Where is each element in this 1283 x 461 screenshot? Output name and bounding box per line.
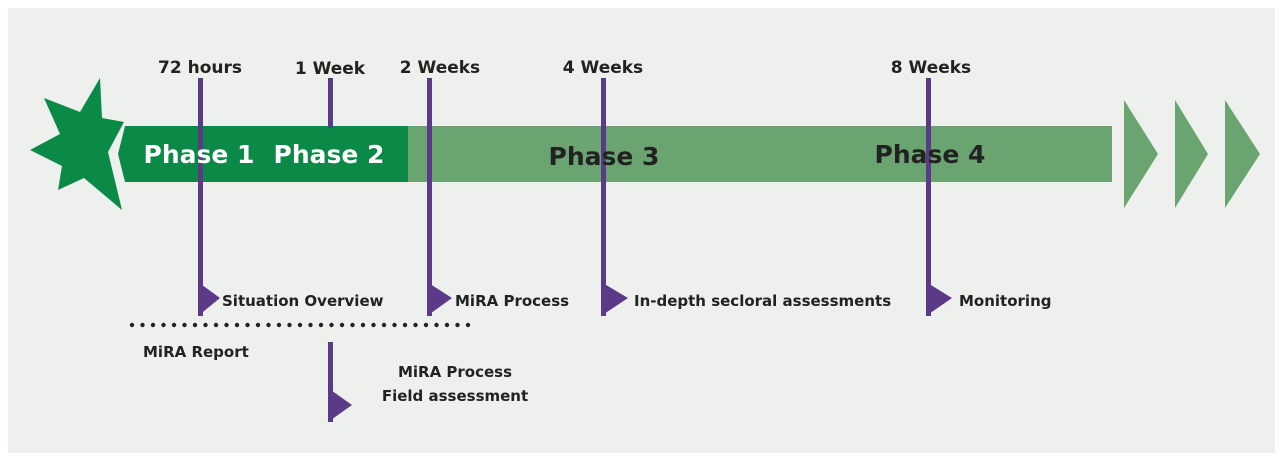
phase-1-label: Phase 1 bbox=[144, 140, 255, 169]
phase-band-late bbox=[408, 126, 1112, 182]
flag-mira-process bbox=[427, 282, 452, 316]
chevron-right-icon bbox=[1175, 100, 1208, 208]
activity-mira-process-field-line1: MiRA Process bbox=[398, 363, 512, 381]
flag-situation-overview bbox=[198, 282, 220, 316]
dotted-line-dot bbox=[350, 322, 355, 328]
phase-labels: Phase 1 Phase 2 Phase 3 Phase 4 bbox=[144, 140, 986, 171]
dotted-line-dot bbox=[339, 322, 345, 328]
dotted-line-dot bbox=[224, 322, 229, 328]
dotted-line-dot bbox=[182, 322, 187, 328]
chevron-right-icon bbox=[1124, 100, 1158, 208]
dotted-line-dot bbox=[392, 322, 397, 328]
activity-labels: Situation Overview MiRA Process In-depth… bbox=[143, 292, 1051, 405]
dotted-line-dot bbox=[203, 322, 208, 328]
time-label-72-hours: 72 hours bbox=[158, 58, 242, 78]
time-labels: 72 hours 1 Week 2 Weeks 4 Weeks 8 Weeks bbox=[158, 58, 971, 79]
marker-flags bbox=[198, 282, 952, 422]
dotted-line-dot bbox=[381, 322, 387, 328]
phase-4-label: Phase 4 bbox=[875, 140, 986, 169]
dotted-line-dot bbox=[161, 322, 166, 328]
dotted-line-dot bbox=[444, 322, 450, 328]
activity-in-depth-assessments: In-depth secloral assessments bbox=[634, 292, 891, 310]
activity-monitoring: Monitoring bbox=[959, 292, 1051, 310]
dotted-line-dot bbox=[423, 322, 429, 328]
dotted-line-dot bbox=[287, 322, 292, 328]
marker-72-hours bbox=[198, 78, 203, 316]
chevron-right-icon bbox=[1225, 100, 1260, 208]
activity-mira-process: MiRA Process bbox=[455, 292, 569, 310]
dotted-line-dot bbox=[434, 322, 439, 328]
dotted-line-dot bbox=[266, 322, 271, 328]
mira-report-dotted-line bbox=[129, 322, 471, 328]
phase-3-label: Phase 3 bbox=[549, 142, 660, 171]
marker-1-week bbox=[328, 78, 333, 128]
dotted-line-dot bbox=[297, 322, 303, 328]
dotted-line-dot bbox=[140, 322, 145, 328]
dotted-line-dot bbox=[213, 322, 219, 328]
dotted-line-dot bbox=[234, 322, 240, 328]
dotted-line-dot bbox=[413, 322, 418, 328]
time-label-1-week: 1 Week bbox=[295, 59, 366, 79]
dotted-line-dot bbox=[318, 322, 324, 328]
marker-2-weeks bbox=[427, 78, 432, 316]
dotted-line-dot bbox=[465, 322, 471, 328]
dotted-line-dot bbox=[402, 322, 408, 328]
dotted-line-dot bbox=[171, 322, 177, 328]
dotted-line-dot bbox=[308, 322, 313, 328]
flag-in-depth bbox=[601, 282, 628, 316]
dotted-line-dot bbox=[192, 322, 198, 328]
dotted-line-dot bbox=[129, 322, 135, 328]
time-markers bbox=[198, 78, 931, 422]
dotted-line-dot bbox=[255, 322, 261, 328]
flag-field-assessment bbox=[328, 388, 352, 422]
activity-mira-process-field-line2: Field assessment bbox=[382, 387, 528, 405]
dotted-line-dot bbox=[455, 322, 460, 328]
dotted-line-dot bbox=[245, 322, 250, 328]
dotted-line-dot bbox=[329, 322, 334, 328]
background-panel bbox=[8, 8, 1275, 453]
phase-2-label: Phase 2 bbox=[274, 140, 385, 169]
marker-4-weeks bbox=[601, 78, 606, 316]
dotted-line-dot bbox=[276, 322, 282, 328]
activity-situation-overview: Situation Overview bbox=[222, 292, 384, 310]
time-label-8-weeks: 8 Weeks bbox=[891, 58, 971, 78]
time-label-4-weeks: 4 Weeks bbox=[563, 58, 643, 78]
dotted-line-dot bbox=[371, 322, 376, 328]
flag-monitoring bbox=[926, 282, 952, 316]
starburst-icon bbox=[30, 78, 124, 210]
activity-mira-report: MiRA Report bbox=[143, 343, 249, 361]
marker-8-weeks bbox=[926, 78, 931, 316]
time-label-2-weeks: 2 Weeks bbox=[400, 58, 480, 78]
continuation-chevrons bbox=[1124, 100, 1260, 208]
dotted-line-dot bbox=[360, 322, 366, 328]
phase-band-early bbox=[118, 126, 408, 182]
marker-field-assessment bbox=[328, 342, 333, 422]
dotted-line-dot bbox=[150, 322, 156, 328]
